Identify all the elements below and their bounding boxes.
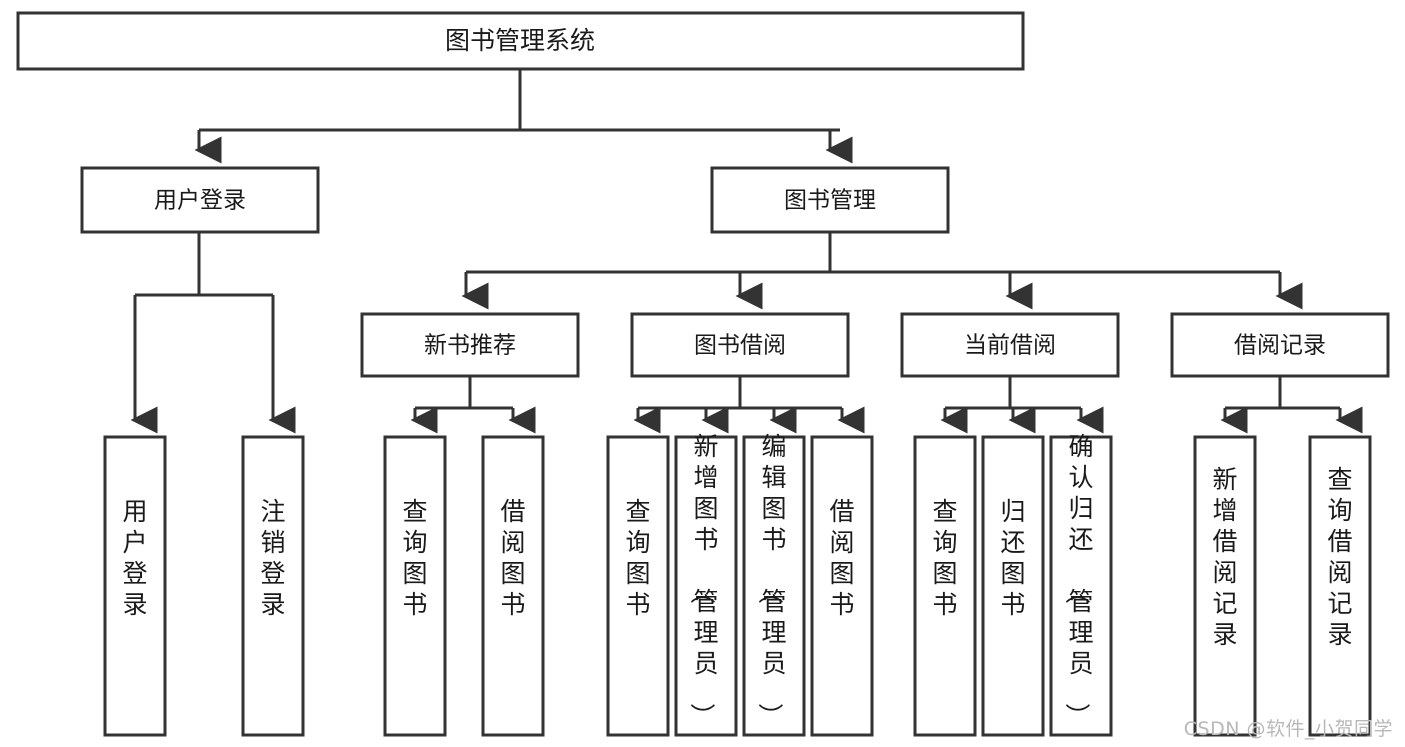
leaf-bb-edit-book-box[interactable] (742, 435, 806, 737)
leaf-bb-add-book-box[interactable] (674, 435, 738, 737)
node-root-label: 图书管理系统 (445, 26, 595, 55)
leaf-nb-borrow-book-box[interactable] (481, 435, 545, 737)
leaf-cb-query-book-label: 查询图书 (932, 497, 957, 619)
node-borrow-record[interactable]: 借阅记录 (1170, 312, 1390, 378)
leaf-node[interactable]: 查询图书 (606, 435, 670, 737)
leaf-bb-query-book-box[interactable] (606, 435, 670, 737)
leaf-br-add-record-box[interactable] (1193, 435, 1257, 737)
leaf-bb-add-book-label: 新增图书（管理员） (687, 432, 718, 728)
leaf-br-add-record-label: 新增借阅记录 (1212, 465, 1237, 649)
leaf-br-query-record-box[interactable] (1308, 435, 1372, 737)
leaf-user-login-box[interactable] (103, 435, 167, 737)
leaf-node[interactable]: 查询借阅记录 (1308, 435, 1372, 737)
leaf-node[interactable]: 借阅图书 (810, 435, 874, 737)
node-book-borrow-label: 图书借阅 (694, 333, 786, 359)
node-borrow-record-label: 借阅记录 (1234, 333, 1326, 359)
leaf-bb-edit-book-label: 编辑图书（管理员） (755, 432, 786, 728)
leaf-cb-return-book-box[interactable] (981, 435, 1045, 737)
node-new-book-recommend-box[interactable] (360, 312, 580, 378)
node-book-borrow-box[interactable] (630, 312, 850, 378)
leaf-logout-label: 注销登录 (260, 497, 285, 619)
node-user-login[interactable]: 用户登录 (80, 166, 320, 234)
leaf-node[interactable]: 确认归还（管理员） (1049, 432, 1113, 737)
leaf-logout-box[interactable] (241, 435, 305, 737)
leaf-cb-confirm-return-label: 确认归还（管理员） (1062, 432, 1093, 728)
node-root-box[interactable] (16, 11, 1025, 71)
node-current-borrow[interactable]: 当前借阅 (900, 312, 1120, 378)
leaf-nb-borrow-book-label: 借阅图书 (500, 497, 525, 619)
node-current-borrow-box[interactable] (900, 312, 1120, 378)
node-book-manage-label: 图书管理 (784, 188, 876, 214)
node-new-book-recommend-label: 新书推荐 (424, 333, 516, 359)
leaf-cb-query-book-box[interactable] (913, 435, 977, 737)
leaf-cb-confirm-return-box[interactable] (1049, 435, 1113, 737)
leaf-cb-return-book-label: 归还图书 (1000, 497, 1025, 619)
leaf-node[interactable]: 查询图书 (383, 435, 447, 737)
node-current-borrow-label: 当前借阅 (964, 333, 1056, 359)
leaf-br-query-record-label: 查询借阅记录 (1327, 465, 1352, 649)
leaf-bb-borrow-book-label: 借阅图书 (829, 497, 854, 619)
node-new-book-recommend[interactable]: 新书推荐 (360, 312, 580, 378)
node-book-borrow[interactable]: 图书借阅 (630, 312, 850, 378)
leaf-node[interactable]: 查询图书 (913, 435, 977, 737)
connector-group (130, 69, 1363, 434)
node-user-login-box[interactable] (80, 166, 320, 234)
node-book-manage-box[interactable] (710, 166, 950, 234)
leaf-node[interactable]: 编辑图书（管理员） (742, 432, 806, 737)
node-user-login-label: 用户登录 (154, 188, 246, 214)
node-borrow-record-box[interactable] (1170, 312, 1390, 378)
leaf-bb-query-book-label: 查询图书 (625, 497, 650, 619)
leaf-node[interactable]: 借阅图书 (481, 435, 545, 737)
leaf-nb-query-book-box[interactable] (383, 435, 447, 737)
leaf-node[interactable]: 新增图书（管理员） (674, 432, 738, 737)
leaf-nb-query-book-label: 查询图书 (402, 497, 427, 619)
leaf-node[interactable]: 新增借阅记录 (1193, 435, 1257, 737)
node-book-manage[interactable]: 图书管理 (710, 166, 950, 234)
leaf-node[interactable]: 注销登录 (241, 435, 305, 737)
leaf-bb-borrow-book-box[interactable] (810, 435, 874, 737)
leaf-user-login-label: 用户登录 (122, 497, 147, 619)
leaf-node[interactable]: 用户登录 (103, 435, 167, 737)
leaf-node[interactable]: 归还图书 (981, 435, 1045, 737)
node-root[interactable]: 图书管理系统 (16, 11, 1025, 71)
